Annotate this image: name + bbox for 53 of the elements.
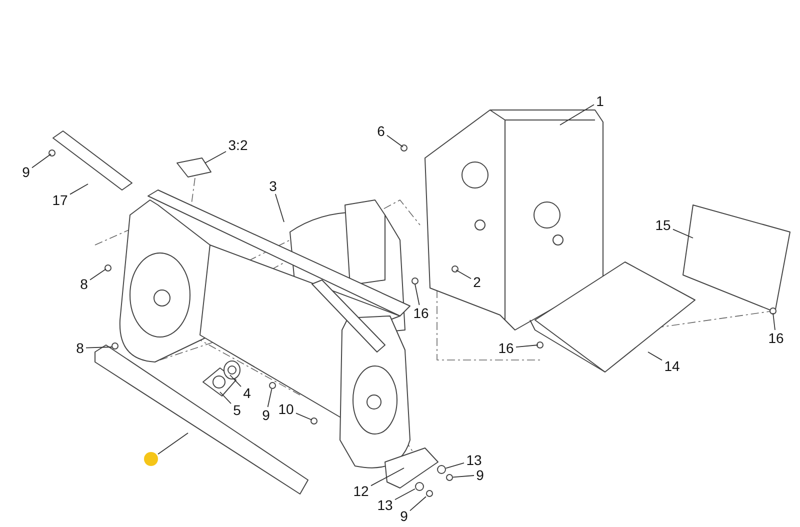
callout-number: 15 bbox=[653, 217, 673, 233]
leader-line bbox=[452, 475, 474, 478]
leader-line bbox=[772, 312, 776, 330]
callout-number: 3:2 bbox=[226, 137, 250, 153]
leader-line bbox=[70, 184, 88, 195]
leader-line bbox=[220, 392, 232, 404]
leader-line bbox=[274, 194, 284, 222]
marker-dot bbox=[144, 452, 158, 466]
callout-number: 9 bbox=[474, 467, 486, 483]
callout-number: 9 bbox=[260, 407, 272, 423]
leader-line bbox=[32, 154, 52, 168]
callout-number: 3 bbox=[267, 178, 279, 194]
leader-line bbox=[394, 488, 416, 500]
hardware-icon bbox=[437, 465, 446, 474]
leader-line bbox=[456, 270, 472, 280]
leader-line bbox=[158, 432, 188, 455]
callout-number: 13 bbox=[464, 452, 484, 468]
hardware-icon bbox=[269, 382, 276, 389]
callout-number: 6 bbox=[375, 123, 387, 139]
leader-line bbox=[516, 344, 538, 348]
hardware-icon bbox=[446, 474, 453, 481]
callout-number: 13 bbox=[375, 497, 395, 513]
callout-number: 5 bbox=[231, 402, 243, 418]
callout-number: 12 bbox=[351, 483, 371, 499]
callout-number: 14 bbox=[662, 358, 682, 374]
leader-line bbox=[230, 374, 242, 388]
callout-number: 1 bbox=[594, 93, 606, 109]
leader-line bbox=[672, 228, 694, 238]
leader-line bbox=[386, 134, 404, 148]
callout-number: 9 bbox=[398, 508, 410, 524]
leader-line bbox=[410, 496, 426, 512]
callout-number: 16 bbox=[496, 340, 516, 356]
callout-number: 17 bbox=[50, 192, 70, 208]
leader-line bbox=[370, 468, 404, 486]
callout-number: 16 bbox=[766, 330, 786, 346]
callout-number: 16 bbox=[411, 305, 431, 321]
leader-line bbox=[267, 388, 272, 408]
hardware-icon bbox=[415, 482, 424, 491]
leader-line bbox=[648, 352, 662, 361]
callout-number: 4 bbox=[241, 385, 253, 401]
callout-number: 8 bbox=[74, 340, 86, 356]
leader-line bbox=[560, 104, 594, 126]
callout-number: 9 bbox=[20, 164, 32, 180]
leader-line bbox=[446, 462, 464, 469]
callout-number: 2 bbox=[471, 274, 483, 290]
callout-number: 8 bbox=[78, 276, 90, 292]
leader-line bbox=[414, 284, 420, 306]
leader-line bbox=[296, 412, 312, 420]
leader-line bbox=[204, 151, 226, 164]
leader-line bbox=[86, 346, 112, 348]
hardware-icon bbox=[426, 490, 433, 497]
leader-line bbox=[90, 268, 106, 280]
callout-number: 10 bbox=[276, 401, 296, 417]
